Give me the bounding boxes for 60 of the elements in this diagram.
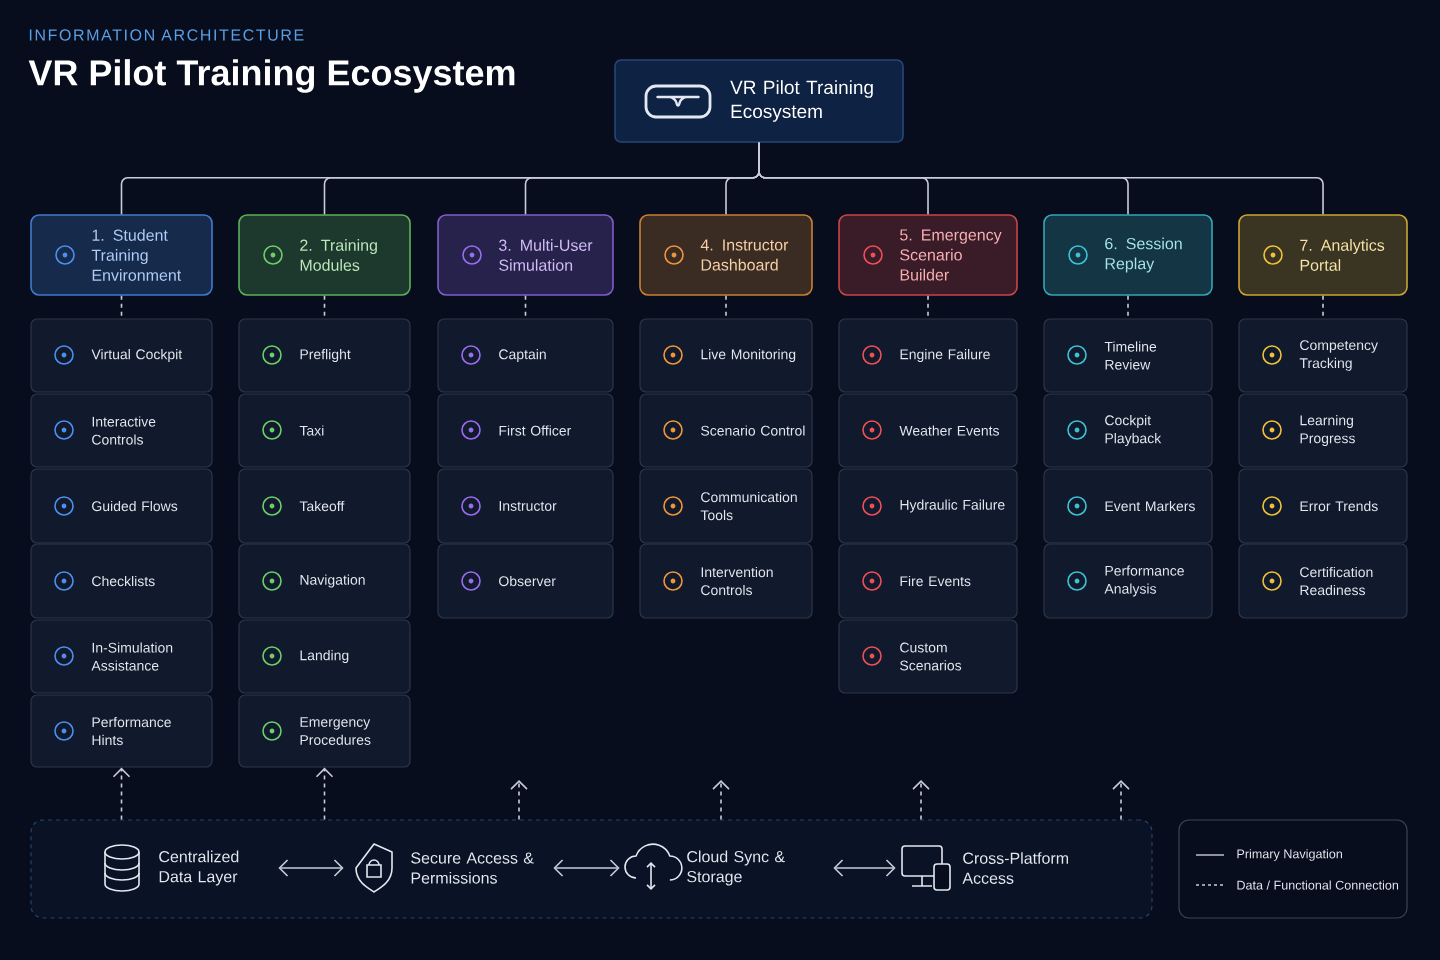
platform-item: Secure Access & Permissions	[411, 852, 534, 884]
legend-text: Primary Navigation	[1237, 849, 1342, 861]
connector-line	[758, 142, 1324, 215]
arrow	[315, 767, 334, 821]
arrow	[833, 859, 896, 877]
category-box: 2. Training Modules	[238, 214, 411, 296]
platform-item: Centralized Data Layer	[159, 850, 239, 886]
item-box: Captain	[437, 318, 614, 393]
arrow	[112, 767, 131, 821]
title: VR Pilot Training Ecosystem	[28, 59, 515, 93]
root-box: VR Pilot Training Ecosystem	[614, 59, 904, 143]
item-box: Event Markers	[1043, 468, 1213, 544]
item-box: Instructor	[437, 468, 614, 544]
item-box: In-Simulation Assistance	[30, 619, 213, 694]
category-box: 6. Session Replay	[1043, 214, 1213, 296]
item-box: First Officer	[437, 393, 614, 468]
category-box: 1. Student Training Environment	[30, 214, 213, 296]
item-box: Custom Scenarios	[838, 619, 1018, 694]
platform-item: Cross-Platform Access	[962, 852, 1068, 884]
item-box: Communication Tools	[639, 468, 813, 544]
item-box: Preflight	[238, 318, 411, 393]
category-box: 3. Multi-User Simulation	[437, 214, 614, 296]
item-box: Competency Tracking	[1238, 318, 1408, 393]
category-box: 5. Emergency Scenario Builder	[838, 214, 1018, 296]
item-box: Fire Events	[838, 543, 1018, 619]
item-box: Learning Progress	[1238, 393, 1408, 468]
category-box: 7. Analytics Portal	[1238, 214, 1408, 296]
item-box: Intervention Controls	[639, 543, 813, 619]
item-box: Checklists	[30, 543, 213, 619]
item-box: Takeoff	[238, 468, 411, 544]
item-box: Emergency Procedures	[238, 694, 411, 768]
arrow	[553, 859, 620, 877]
kicker-text: INFORMATION ARCHITECTURE	[29, 29, 304, 41]
arrow	[712, 780, 730, 821]
item-box: Hydraulic Failure	[838, 468, 1018, 544]
item-box: Engine Failure	[838, 318, 1018, 393]
arrow	[912, 780, 930, 821]
arrow	[278, 859, 344, 877]
arrow	[1112, 780, 1130, 821]
item-box: Landing	[238, 619, 411, 694]
item-box: Live Monitoring	[639, 318, 813, 393]
item-box: Guided Flows	[30, 468, 213, 544]
legend-text: Data / Functional Connection	[1237, 880, 1399, 890]
item-box: Observer	[437, 543, 614, 619]
item-box: Error Trends	[1238, 468, 1408, 544]
item-box: Cockpit Playback	[1043, 393, 1213, 468]
arrow	[510, 780, 528, 821]
item-box: Performance Analysis	[1043, 543, 1213, 619]
platform-band	[30, 819, 1153, 919]
item-box: Performance Hints	[30, 694, 213, 768]
item-box: Interactive Controls	[30, 393, 213, 468]
item-box: Scenario Control	[639, 393, 813, 468]
item-box: Timeline Review	[1043, 318, 1213, 393]
category-box: 4. Instructor Dashboard	[639, 214, 813, 296]
item-box: Certification Readiness	[1238, 543, 1408, 619]
item-box: Virtual Cockpit	[30, 318, 213, 393]
item-box: Taxi	[238, 393, 411, 468]
item-box: Weather Events	[838, 393, 1018, 468]
platform-item: Cloud Sync & Storage	[687, 850, 785, 886]
item-box: Navigation	[238, 543, 411, 619]
